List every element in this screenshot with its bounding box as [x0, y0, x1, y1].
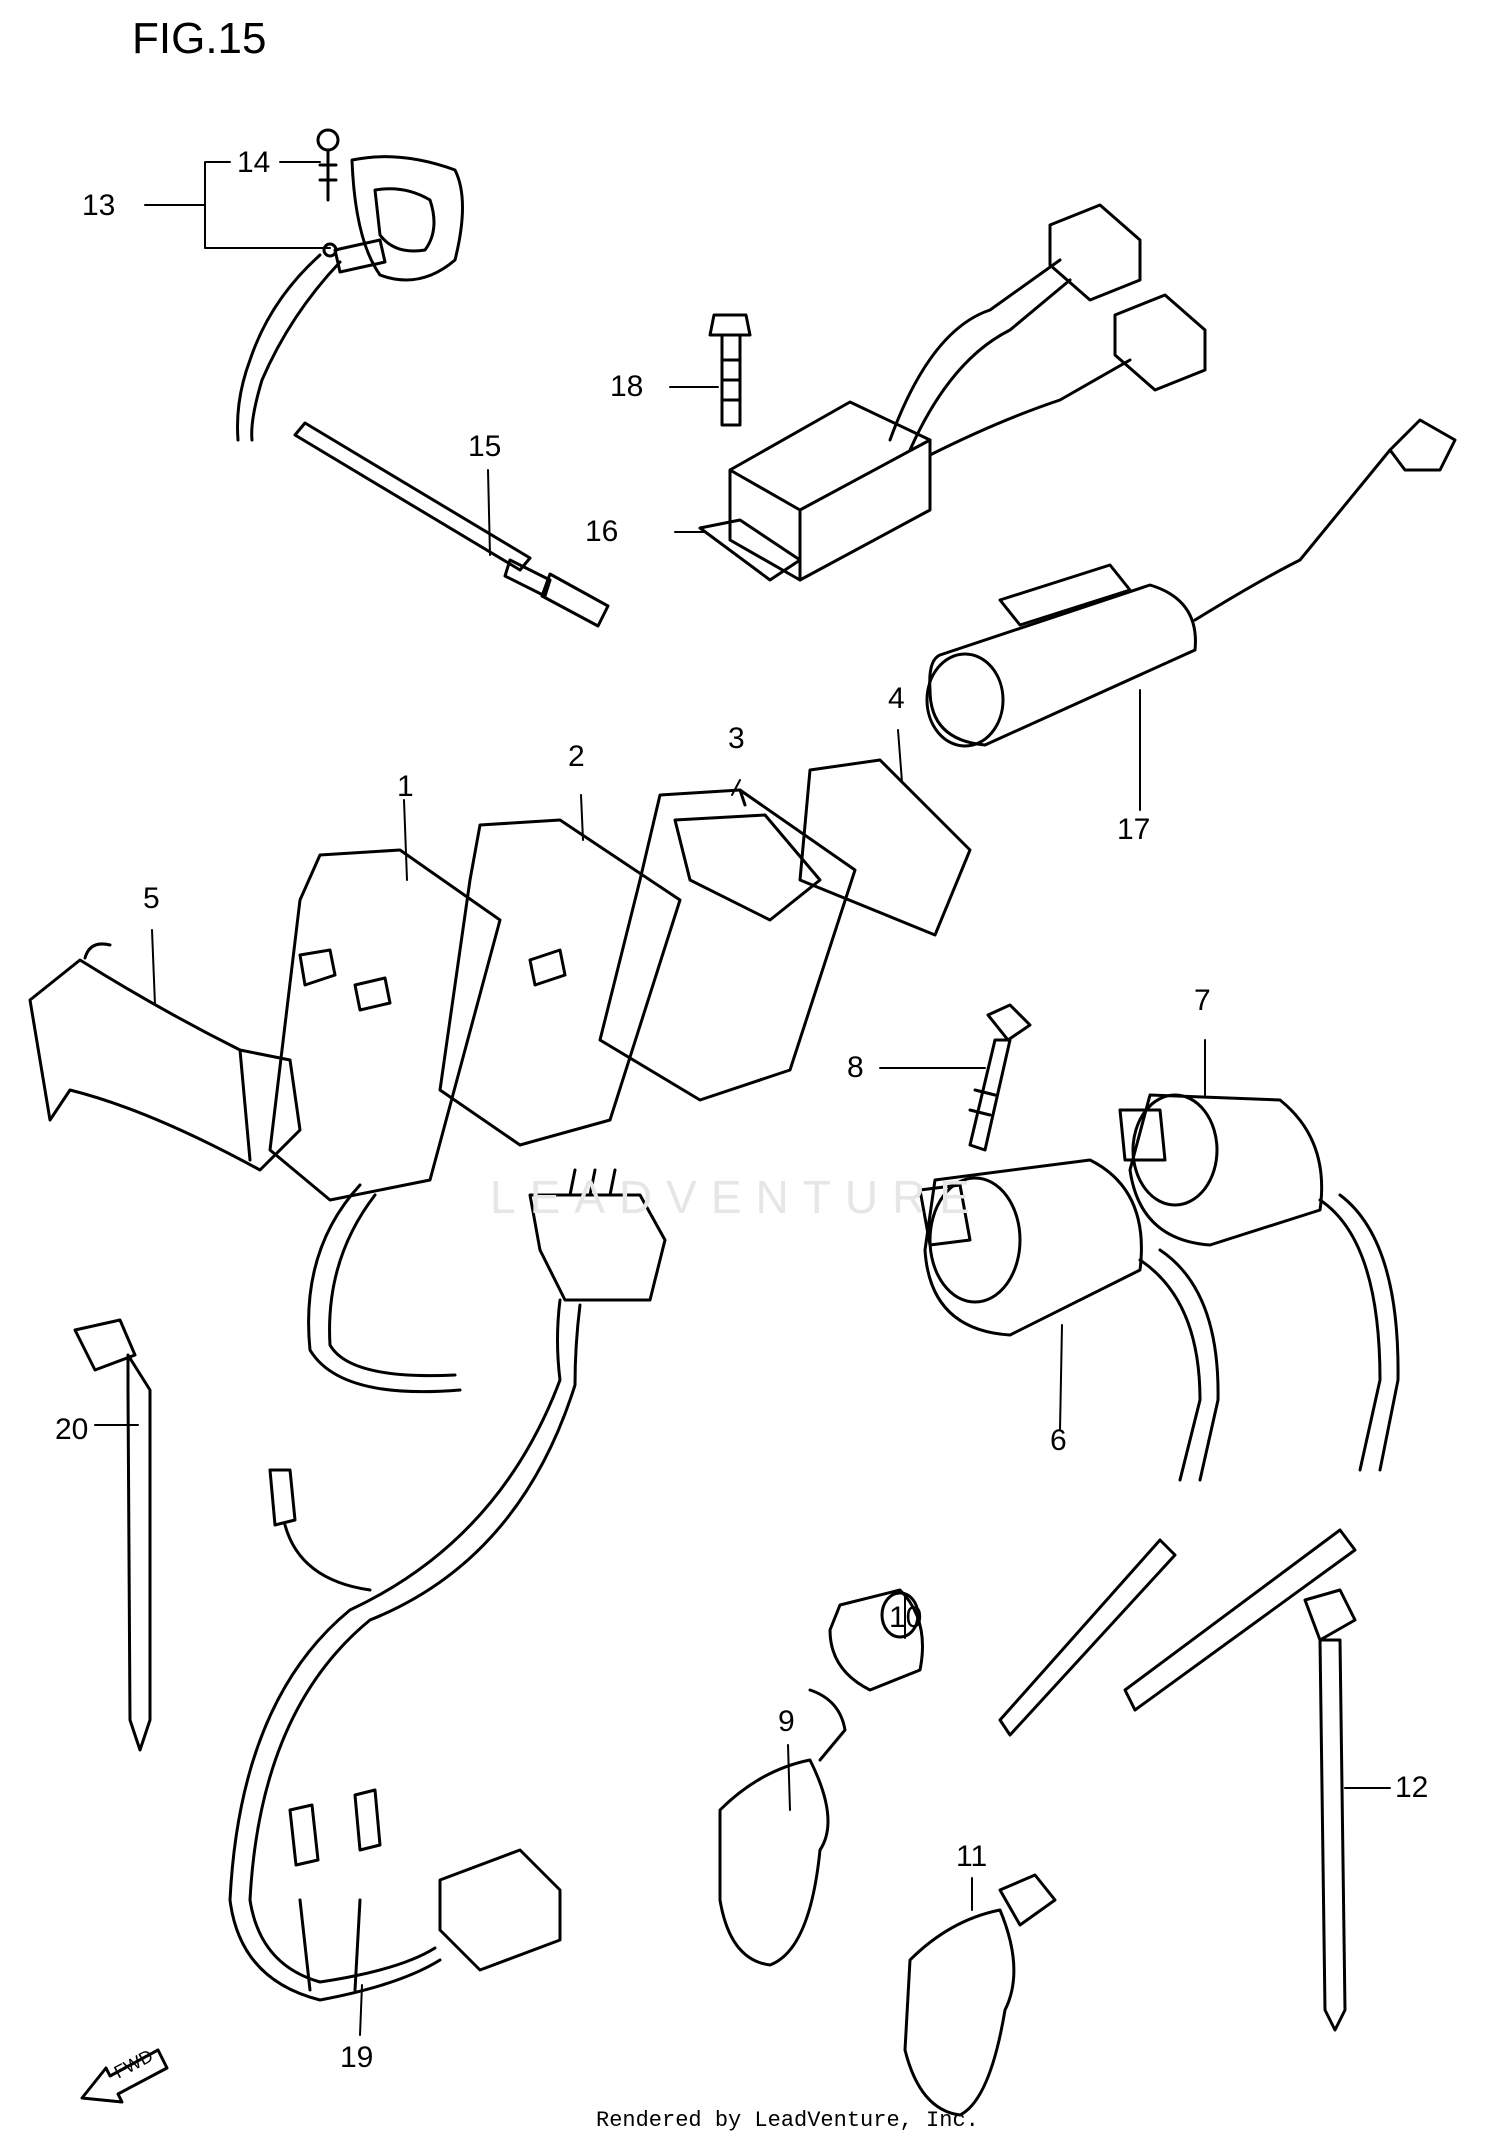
- part-20-tie: [73, 1318, 152, 1752]
- callout-11: 11: [956, 1840, 988, 1873]
- callout-19: 19: [340, 2041, 374, 2074]
- watermark: LEADVENTURE: [490, 1171, 984, 1223]
- part-9-plug-cap: [718, 1688, 847, 1967]
- part-10-cap-body: [828, 1588, 924, 1692]
- part-5-strap: [28, 942, 302, 1172]
- callout-8: 8: [847, 1051, 864, 1084]
- figure-title: FIG.15: [132, 14, 267, 63]
- callout-17: 17: [1117, 813, 1151, 846]
- callout-13: 13: [82, 189, 116, 222]
- part-16-relay: [698, 203, 1207, 582]
- part-1-unit: [268, 848, 502, 1394]
- callout-4: 4: [888, 682, 905, 715]
- callout-14: 14: [237, 146, 271, 179]
- leader-lines: [94, 161, 1391, 2036]
- fwd-arrow-icon: [80, 2048, 169, 2104]
- callout-16: 16: [585, 515, 619, 548]
- part-7-ignition-coil: [1118, 1093, 1400, 1712]
- part-18-bolt: [708, 313, 752, 427]
- part-6-ignition-coil: [918, 1158, 1220, 1737]
- part-12-tie: [1303, 1588, 1357, 2032]
- callout-12: 12: [1395, 1771, 1429, 1804]
- callout-18: 18: [610, 370, 644, 403]
- callout-20: 20: [55, 1413, 89, 1446]
- part-15-cable-tie: [293, 421, 610, 628]
- part-17-condenser: [925, 418, 1457, 748]
- part-14-screw: [316, 128, 340, 202]
- part-4-pad: [798, 758, 972, 937]
- part-11-plug-cap: [903, 1873, 1057, 2117]
- part-8-bolt: [968, 1003, 1032, 1152]
- callout-6: 6: [1050, 1424, 1067, 1457]
- callout-9: 9: [778, 1705, 795, 1738]
- callout-15: 15: [468, 430, 502, 463]
- callout-3: 3: [728, 722, 745, 755]
- footer-credit: Rendered by LeadVenture, Inc.: [596, 2108, 979, 2133]
- callout-7: 7: [1194, 984, 1211, 1017]
- part-3-unit: [598, 788, 857, 1102]
- callout-1: 1: [397, 770, 414, 803]
- callout-10: 10: [889, 1601, 923, 1634]
- callout-5: 5: [143, 882, 160, 915]
- part-13-switch-clamp: [236, 155, 464, 442]
- part-19-harness: [228, 1168, 667, 2002]
- callout-2: 2: [568, 740, 585, 773]
- part-2-unit: [438, 818, 682, 1147]
